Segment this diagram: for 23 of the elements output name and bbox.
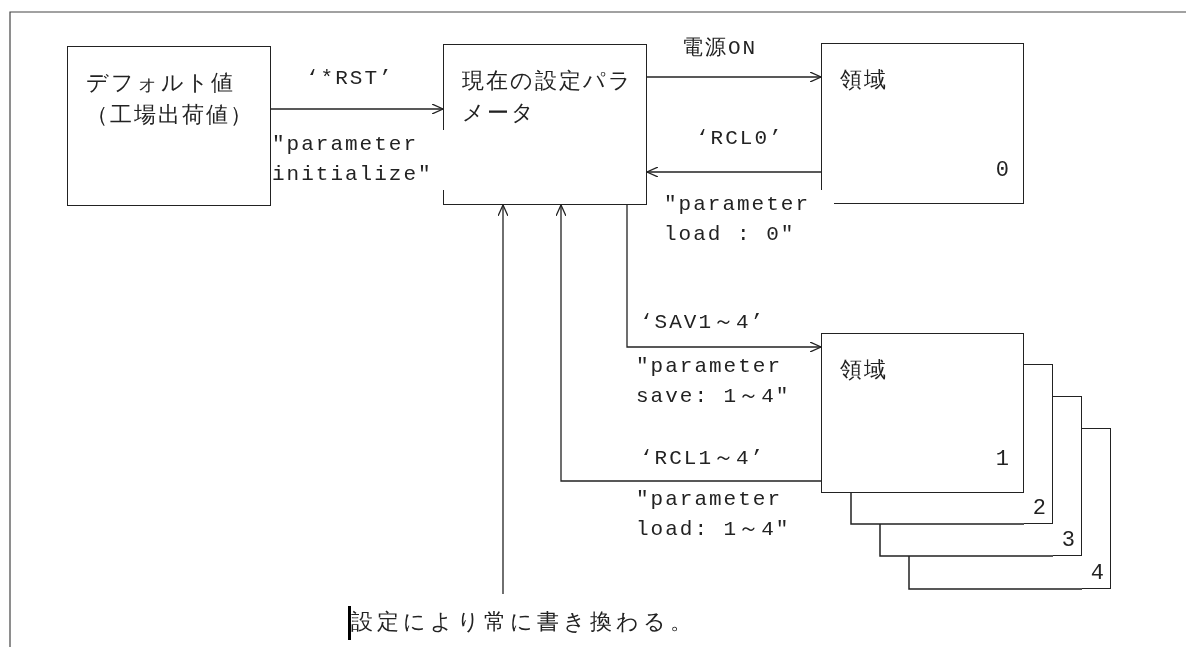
- arrow: [270, 103, 444, 115]
- note-text: 設定により常に書き換わる。: [351, 608, 697, 636]
- arrow: [646, 166, 822, 178]
- memory-box: [67, 46, 271, 206]
- memory-box: [1053, 396, 1082, 556]
- box-title: 領域: [840, 66, 889, 94]
- area-number: 1: [995, 447, 1009, 472]
- memory-box: [1024, 364, 1053, 524]
- area-number: 3: [1061, 528, 1075, 553]
- box-title: デフォルト値（工場出荷値）: [86, 69, 255, 129]
- area-number: 4: [1090, 561, 1104, 586]
- box-title: 現在の設定パラメータ: [462, 67, 634, 127]
- arrow: [497, 204, 509, 595]
- area-number: 2: [1032, 496, 1046, 521]
- box-title: 領域: [840, 356, 889, 384]
- memory-box: [821, 43, 1024, 204]
- memory-box: [1082, 428, 1111, 589]
- memory-box: [443, 44, 647, 205]
- area-number: 0: [995, 158, 1009, 183]
- arrow: [555, 204, 822, 482]
- arrow: [646, 71, 822, 83]
- arrow: [626, 204, 822, 353]
- memory-box: [821, 333, 1024, 493]
